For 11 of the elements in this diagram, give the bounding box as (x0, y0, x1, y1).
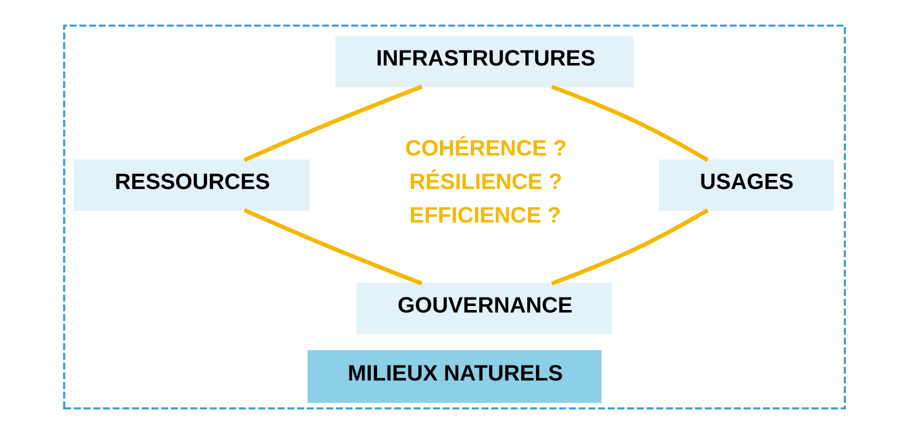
connector (550, 84, 708, 162)
node-box: INFRASTRUCTURES (334, 36, 633, 87)
connector (550, 208, 708, 285)
connector (243, 84, 422, 162)
connector (243, 208, 422, 285)
node-box: USAGES (658, 158, 834, 210)
label: EFFICIENCE ? (408, 202, 560, 227)
label: COHÉRENCE ? (404, 135, 566, 160)
node-box: RESSOURCES (73, 158, 310, 210)
label: RÉSILIENCE ? (408, 168, 562, 194)
node-box: GOUVERNANCE (356, 282, 612, 334)
